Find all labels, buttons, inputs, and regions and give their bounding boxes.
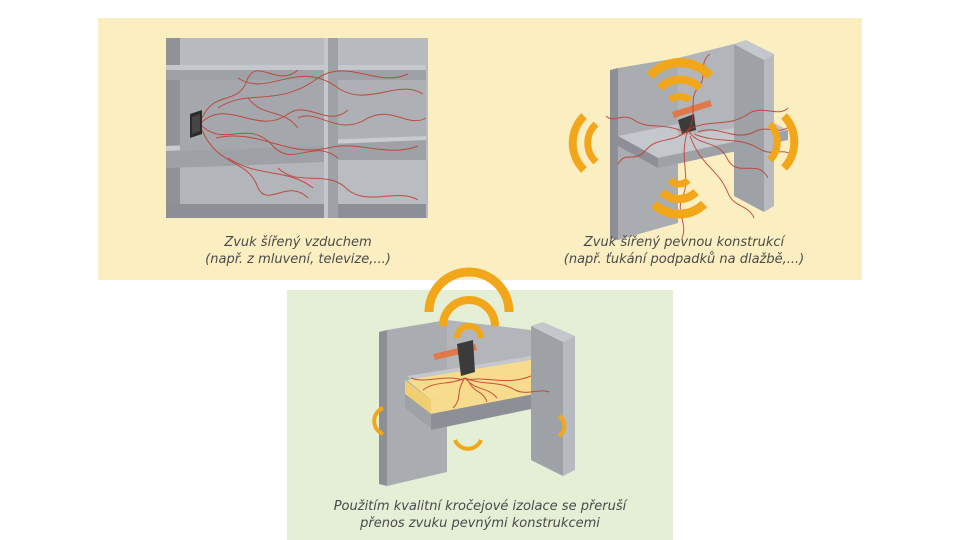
heel-icon	[672, 100, 712, 134]
insulation-illustration	[372, 267, 575, 486]
bottom-panel: Použitím kvalitní kročejové izolace se p…	[287, 267, 673, 540]
airborne-caption: Zvuk šířený vzduchem (např. z mluvení, t…	[178, 234, 418, 268]
structure-walls	[610, 40, 788, 240]
insulation-caption-line2: přenos zvuku pevnými konstrukcemi	[360, 516, 600, 531]
wall-grid-illustration	[166, 38, 428, 218]
television-icon	[190, 110, 202, 138]
insulated-structure	[379, 320, 575, 486]
dampened-vibration-lines	[410, 375, 550, 409]
heel-icon	[433, 340, 477, 376]
airborne-caption-line1: Zvuk šířený vzduchem	[224, 235, 372, 250]
structural-caption: Zvuk šířený pevnou konstrukcí (např. ťuk…	[534, 234, 834, 268]
top-panel: Zvuk šířený vzduchem (např. z mluvení, t…	[98, 18, 862, 280]
sound-wave-icon	[568, 58, 799, 219]
insulation-caption: Použitím kvalitní kročejové izolace se p…	[287, 498, 673, 532]
structural-sound-illustration	[605, 40, 794, 240]
insulation-caption-line1: Použitím kvalitní kročejové izolace se p…	[333, 499, 627, 514]
airborne-vibration-lines	[201, 69, 427, 201]
structural-caption-line1: Zvuk šířený pevnou konstrukcí	[583, 235, 785, 250]
structural-caption-line2: (např. ťukání podpadků na dlažbě,...)	[563, 252, 805, 267]
airborne-caption-line2: (např. z mluvení, televize,...)	[205, 252, 391, 267]
sound-wave-icon	[372, 267, 567, 451]
